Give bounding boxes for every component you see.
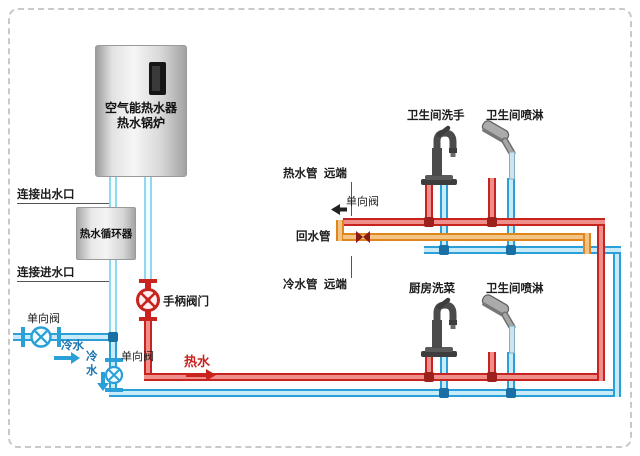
cold-water-vertical-label-1: 冷 xyxy=(86,351,98,363)
fixture-label-top-shower: 卫生间喷淋 xyxy=(486,110,544,122)
bottom-sink-hot-junction xyxy=(424,372,434,382)
bottom-shower-hot-drop-pipe xyxy=(488,352,496,381)
cold-pipe-leader-line xyxy=(351,256,352,278)
cold-down-pipe xyxy=(109,333,117,397)
check-valve-left-label: 单向阀 xyxy=(27,313,60,325)
hot-top-main-pipe xyxy=(343,218,605,226)
cold-right-riser-pipe xyxy=(613,246,621,397)
handle-valve-label: 手柄阀门 xyxy=(163,296,209,308)
top-shower-cold-junction xyxy=(506,245,516,255)
shower-icon xyxy=(481,294,516,354)
top-sink-hot-drop-pipe xyxy=(425,184,433,226)
hot-water-circulator: 热水循环器 xyxy=(76,207,136,260)
cold-water-label: 冷水 xyxy=(61,340,84,352)
return-pipe-left-bend xyxy=(336,220,344,241)
cold-flow-right-arrow-icon xyxy=(54,352,80,364)
cold-pipe-far-end-label: 冷水管 远端 xyxy=(283,279,347,291)
faucet-icon xyxy=(421,297,457,357)
check-valve-icon xyxy=(104,358,124,392)
return-pipe xyxy=(343,233,591,241)
bottom-sink-hot-drop-pipe xyxy=(425,356,433,381)
circulator-label: 热水循环器 xyxy=(79,228,133,240)
return-pipe-right-bend xyxy=(583,233,591,254)
heater-name-line2: 热水锅炉 xyxy=(116,116,165,130)
check-valve-top-label: 单向阀 xyxy=(346,196,379,208)
outlet-connection-label: 连接出水口 xyxy=(17,189,75,201)
hot-bottom-main-pipe xyxy=(144,373,605,381)
cold-water-vertical-label-2: 水 xyxy=(86,365,98,377)
hot-down-pipe xyxy=(144,319,152,381)
check-valve-mid-label: 单向阀 xyxy=(121,351,154,363)
fixture-label-bottom-shower: 卫生间喷淋 xyxy=(486,283,544,295)
outlet-leader-line xyxy=(17,203,111,204)
cold-inlet-pipe xyxy=(13,333,117,341)
circulator-inlet-pipe xyxy=(109,258,117,335)
return-flow-left-arrow-icon xyxy=(331,204,347,215)
top-shower-hot-junction xyxy=(487,217,497,227)
cold-flow-down-arrow-icon xyxy=(97,372,109,391)
inlet-leader-line xyxy=(17,281,111,282)
handle-valve-icon xyxy=(136,279,160,321)
heater-name-line1: 空气能热水器 xyxy=(104,101,177,115)
cold-bottom-main-pipe xyxy=(109,389,621,397)
top-shower-cold-drop-pipe xyxy=(507,178,515,254)
fixture-label-bottom-sink: 厨房洗菜 xyxy=(409,283,455,295)
top-sink-cold-junction xyxy=(439,245,449,255)
bottom-sink-cold-junction xyxy=(439,388,449,398)
return-pipe-label: 回水管 xyxy=(296,231,331,243)
hot-right-riser-pipe xyxy=(597,218,605,381)
check-valve-icon xyxy=(21,326,61,348)
faucet-icon xyxy=(421,125,457,185)
top-shower-hot-drop-pipe xyxy=(488,178,496,226)
top-sink-hot-junction xyxy=(424,217,434,227)
bottom-shower-cold-junction xyxy=(506,388,516,398)
hot-flow-right-arrow-icon xyxy=(186,369,216,381)
inlet-connection-label: 连接进水口 xyxy=(17,267,75,279)
bottom-shower-hot-junction xyxy=(487,372,497,382)
fixture-label-top-sink: 卫生间洗手 xyxy=(407,110,465,122)
hot-pipe-leader-line xyxy=(351,182,352,216)
heater-display-screen xyxy=(149,62,166,95)
tank-hot-pipe xyxy=(144,175,152,281)
heat-pump-water-heater: 空气能热水器 热水锅炉 xyxy=(95,45,187,177)
hot-water-label: 热水 xyxy=(184,354,211,369)
cold-top-main-pipe xyxy=(424,246,621,254)
dashed-border xyxy=(8,8,632,448)
cold-inlet-junction xyxy=(108,332,118,342)
shower-icon xyxy=(481,120,516,180)
hot-pipe-far-end-label: 热水管 远端 xyxy=(283,168,347,180)
return-check-valve-icon xyxy=(356,231,370,243)
tank-outlet-pipe xyxy=(109,175,117,209)
